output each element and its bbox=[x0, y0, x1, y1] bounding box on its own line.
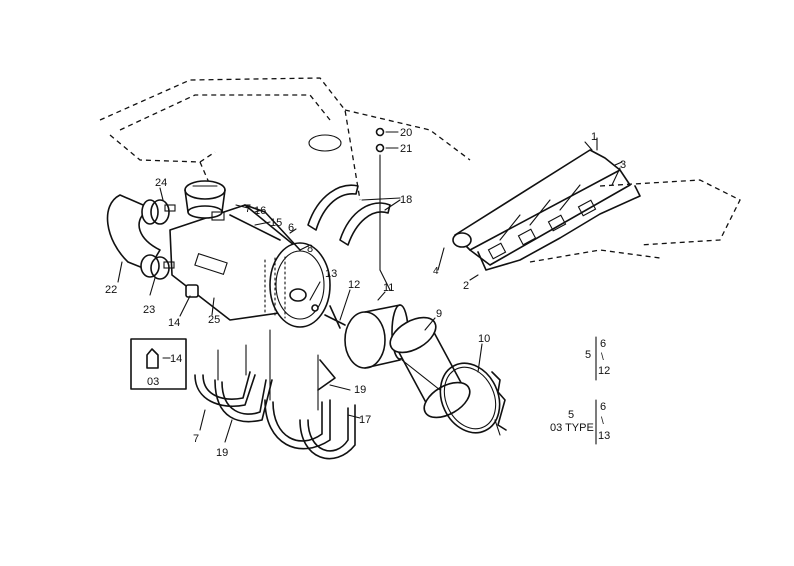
callout-10: 10 bbox=[478, 333, 490, 345]
callout-19-left: 19 bbox=[216, 447, 228, 459]
callout-19-right: 19 bbox=[354, 384, 366, 396]
callout-14: 14 bbox=[168, 317, 180, 329]
callout-4: 4 bbox=[433, 266, 439, 277]
reference-table: 5 6 \ 12 5 03 TYPE 6 \ 13 bbox=[550, 336, 610, 445]
filter-seal-11 bbox=[344, 304, 409, 369]
leader-lines bbox=[117, 131, 623, 443]
callout-20: 20 bbox=[400, 127, 412, 139]
callout-17: 17 bbox=[359, 414, 371, 426]
strap-set-18 bbox=[307, 184, 391, 246]
bolts-20-21 bbox=[375, 127, 391, 291]
clamp-band-10 bbox=[439, 362, 507, 436]
callout-24: 24 bbox=[155, 177, 167, 189]
ref-row2-top: 6 bbox=[600, 401, 606, 413]
callout-12: 12 bbox=[348, 279, 360, 291]
callout-21: 21 bbox=[400, 143, 412, 155]
ref-row2-mid: \ bbox=[601, 416, 604, 427]
ref-row2-left-top: 5 bbox=[568, 409, 574, 421]
intake-elbow-hose bbox=[106, 194, 176, 280]
ref-row1-left: 5 bbox=[585, 349, 591, 361]
callout-25: 25 bbox=[208, 314, 220, 326]
ref-row1-bottom: 12 bbox=[598, 365, 610, 377]
callout-2: 2 bbox=[463, 280, 469, 292]
hardware-12-13 bbox=[311, 304, 346, 329]
callout-23: 23 bbox=[143, 304, 155, 316]
callout-9: 9 bbox=[436, 308, 442, 320]
ref-row2-left-bottom: 03 TYPE bbox=[550, 422, 594, 434]
callout-labels: 20 21 18 24 7 16 15 6 8 13 12 11 9 10 22… bbox=[105, 127, 626, 459]
callout-6: 6 bbox=[288, 222, 294, 234]
air-cleaner-housing bbox=[169, 180, 331, 328]
callout-22: 22 bbox=[105, 284, 117, 296]
filter-element-9 bbox=[389, 316, 471, 419]
ref-row2-bottom: 13 bbox=[598, 430, 610, 442]
intake-manifold bbox=[437, 137, 741, 271]
callout-18: 18 bbox=[400, 194, 412, 206]
ref-row1-mid: \ bbox=[601, 352, 604, 363]
ref-row1-top: 6 bbox=[600, 338, 606, 350]
inset-variant-label: 03 bbox=[147, 376, 159, 388]
callout-7-top: 7 bbox=[245, 203, 251, 215]
callout-11: 11 bbox=[383, 282, 394, 294]
callout-15: 15 bbox=[270, 217, 282, 229]
callout-7-bottom: 7 bbox=[193, 433, 199, 445]
callout-13: 13 bbox=[325, 268, 337, 280]
callout-8: 8 bbox=[307, 243, 313, 255]
inset-variant-box: 14 03 bbox=[130, 338, 187, 390]
callout-1: 1 bbox=[591, 131, 597, 143]
callout-16: 16 bbox=[254, 205, 266, 217]
inset-part-label: 14 bbox=[170, 353, 182, 365]
callout-3: 3 bbox=[620, 159, 626, 171]
strap-set-lower bbox=[194, 329, 356, 460]
cap-part-14 bbox=[185, 284, 199, 298]
